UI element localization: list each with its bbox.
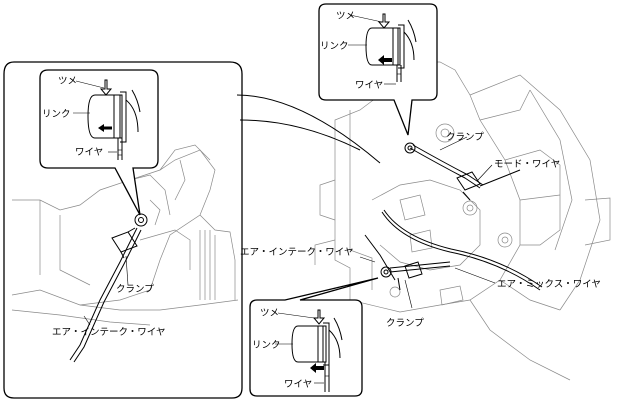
- bottom-inset-callout: [249, 277, 379, 397]
- left-clamp-label: クランプ: [116, 284, 154, 295]
- right-connectors: [380, 142, 481, 291]
- air-mix-wire-leader: [454, 267, 496, 284]
- left-inset-tsume-label: ツメ: [58, 76, 77, 87]
- air-intake-wire-leader-right: [359, 256, 376, 263]
- left-panel-leader-top: [236, 94, 381, 164]
- air-mix-wire-label: エア・ミックス・ワイヤ: [497, 279, 601, 290]
- left-wire-and-clamp: [69, 213, 148, 363]
- left-air-intake-wire-label: エア・インテーク・ワイヤ: [52, 327, 166, 338]
- left-inset-link-label: リンク: [42, 109, 71, 120]
- right-clamp-leader: [439, 136, 468, 151]
- top-inset-link-label: リンク: [320, 41, 349, 52]
- bottom-clamp-leader: [404, 279, 413, 309]
- bottom-inset-tsume-label: ツメ: [260, 308, 279, 319]
- right-wires: [364, 144, 543, 291]
- right-clamp-label: クランプ: [446, 132, 484, 143]
- air-intake-wire-leader-left: [83, 315, 91, 326]
- left-panel-leader-bottom: [239, 119, 361, 151]
- mode-wire-leader: [477, 164, 493, 181]
- mode-wire-label: モード・ワイヤ: [494, 159, 560, 170]
- left-inset-wire-label: ワイヤ: [75, 147, 103, 158]
- top-inset-tsume-label: ツメ: [336, 11, 355, 22]
- right-air-intake-wire-label: エア・インテーク・ワイヤ: [240, 247, 354, 258]
- left-inset-callout: [39, 69, 159, 216]
- bottom-clamp-label: クランプ: [386, 318, 424, 329]
- left-clamp-leader: [125, 255, 129, 286]
- bottom-inset-wire-label: ワイヤ: [284, 379, 312, 390]
- top-inset-callout: [318, 3, 438, 136]
- left-panel-drawing: [11, 144, 239, 326]
- bottom-inset-link-label: リンク: [252, 340, 281, 351]
- top-inset-wire-label: ワイヤ: [355, 80, 383, 91]
